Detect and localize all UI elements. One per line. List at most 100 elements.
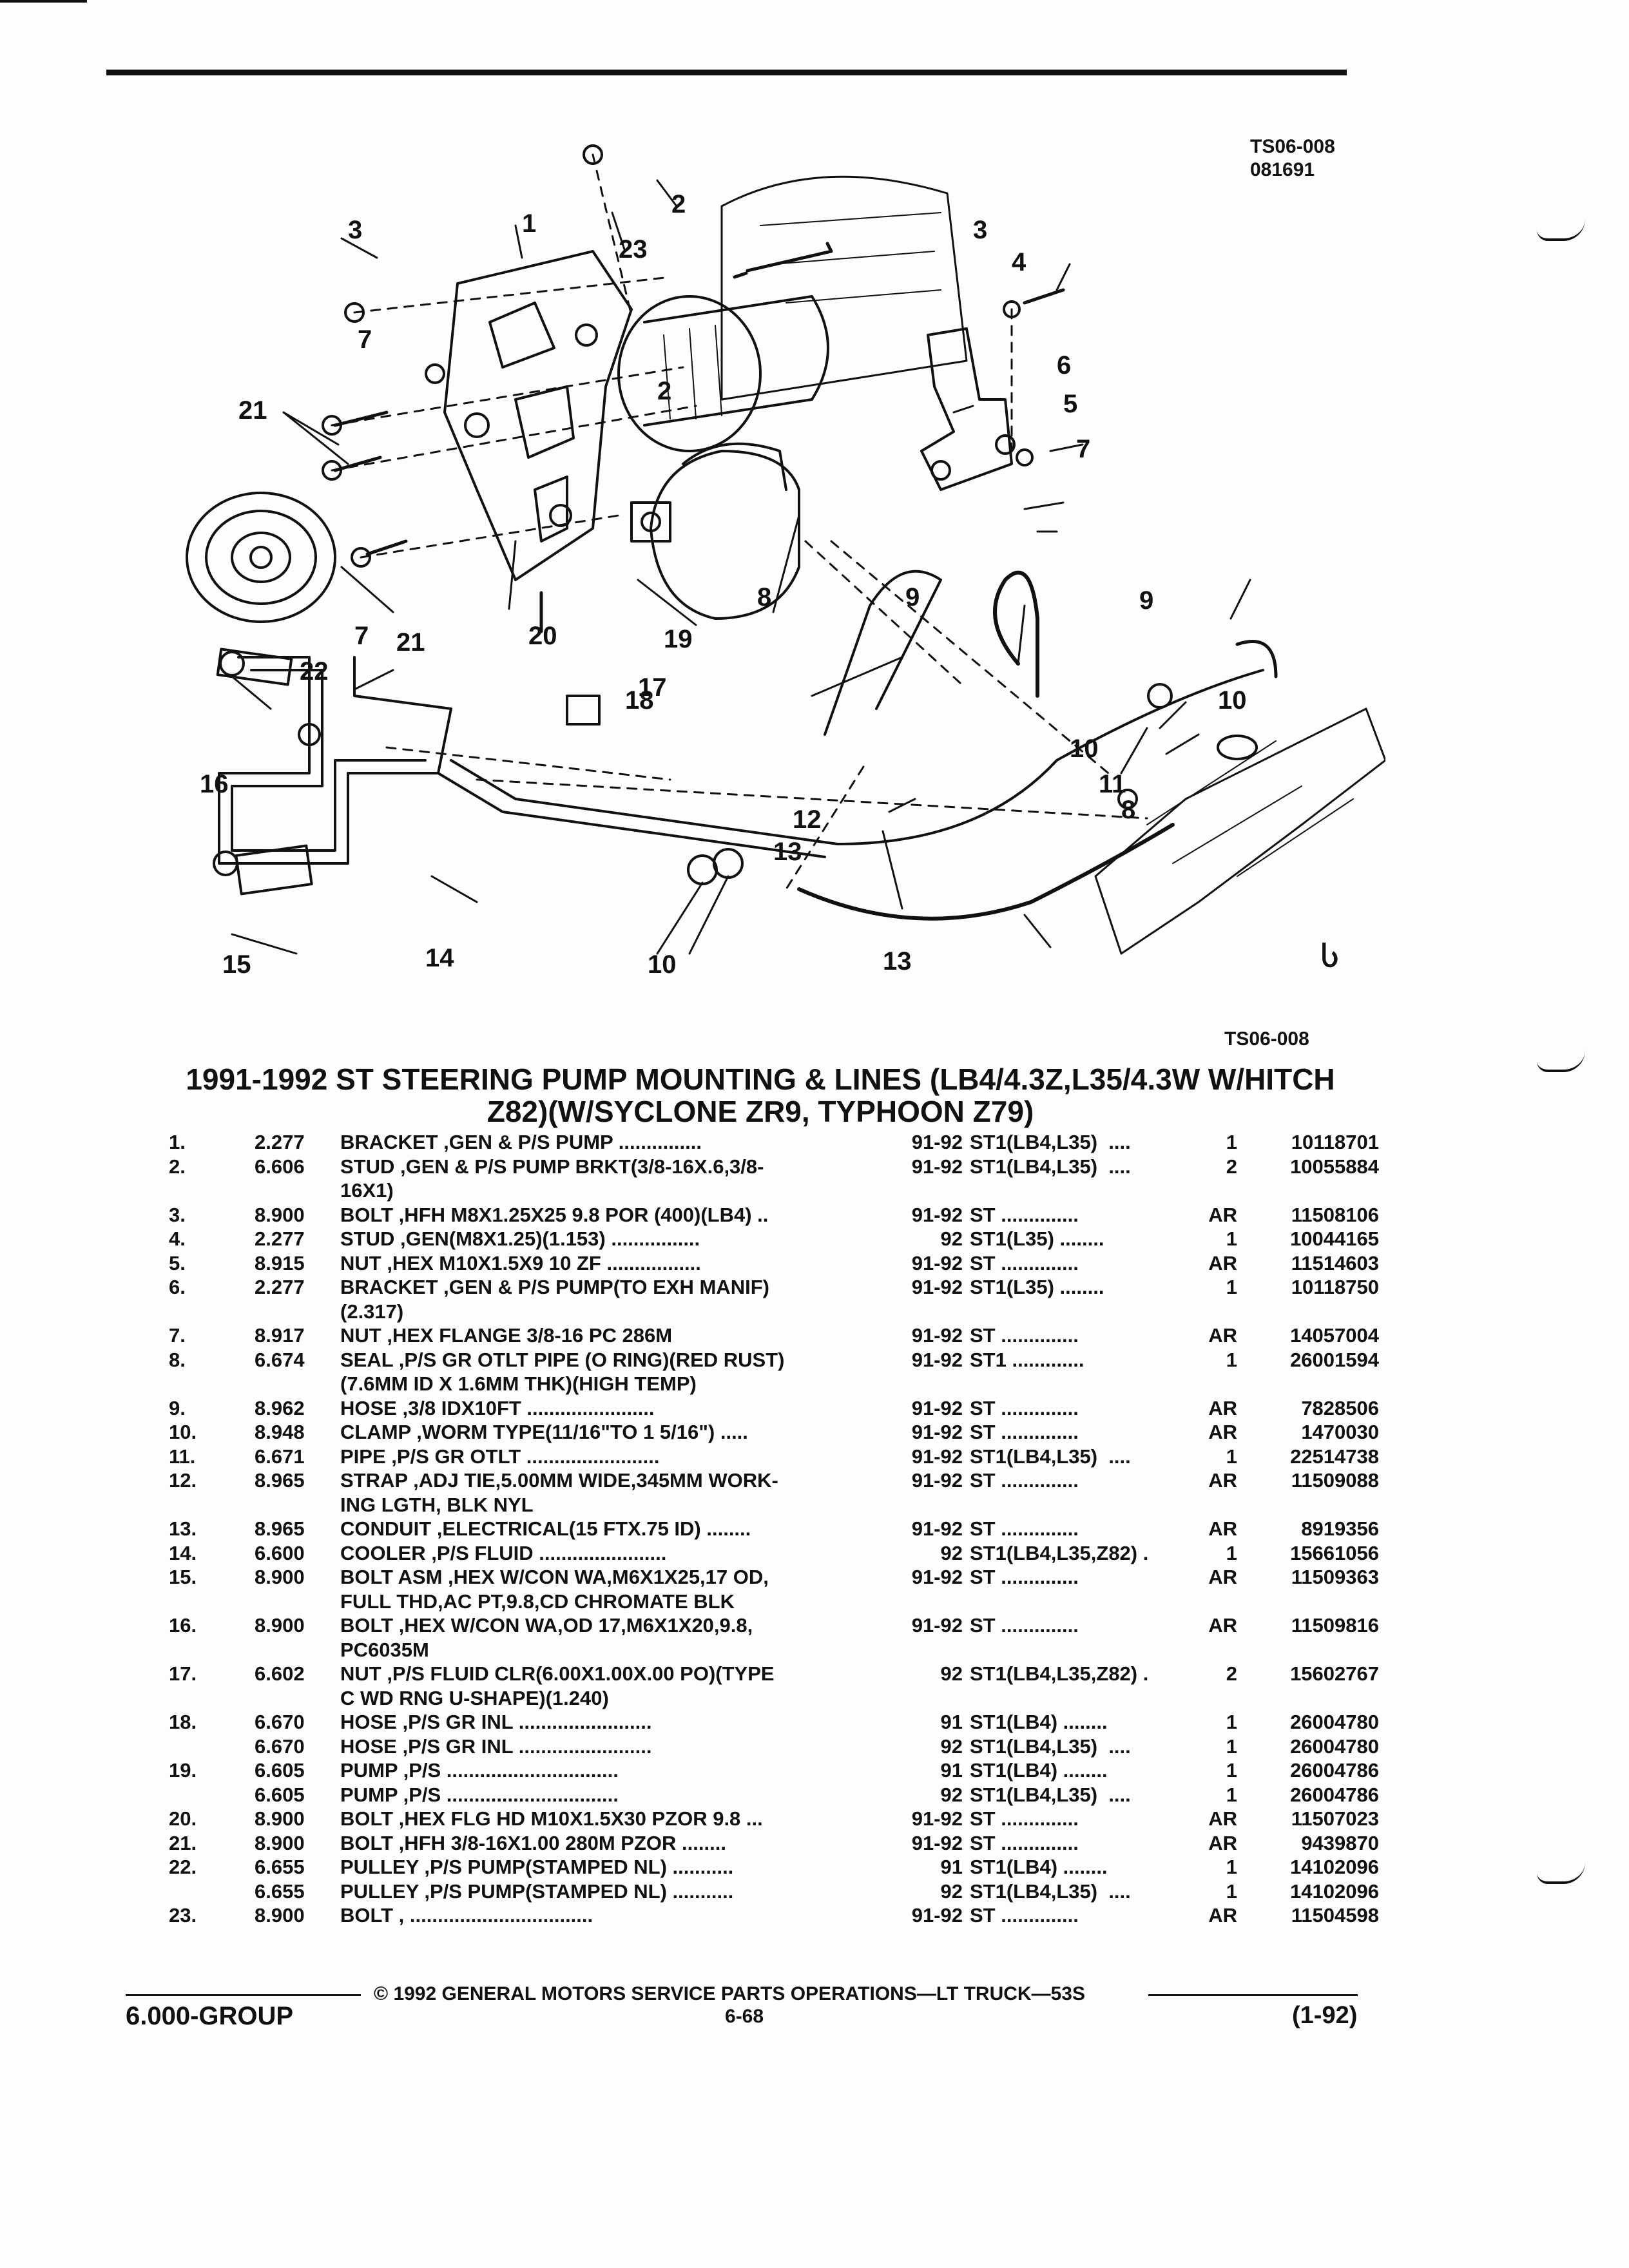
part-qty: 1	[1226, 1541, 1237, 1564]
callout-17: 17	[638, 673, 667, 702]
callout-2b: 2	[657, 377, 671, 405]
part-pn: 9439870	[1301, 1831, 1379, 1854]
part-pn: 11507023	[1291, 1807, 1379, 1830]
part-years: 91	[940, 1759, 963, 1782]
part-pn: 14102096	[1290, 1879, 1379, 1903]
part-item: 8.	[169, 1348, 186, 1371]
callout-5: 5	[1063, 390, 1077, 418]
part-pn: 11504598	[1291, 1904, 1379, 1927]
diagram-callouts: 3 1 23 2 3 4 6 5 7 7 21 2 7 21 22 20 19 …	[200, 190, 1247, 979]
part-desc: NUT ,HEX M10X1.5X9 10 ZF ...............…	[340, 1251, 701, 1274]
part-item: 18.	[169, 1711, 197, 1733]
callout-2: 2	[671, 190, 686, 218]
part-desc: PUMP ,P/S ..............................…	[340, 1759, 619, 1782]
part-qty: 1	[1226, 1879, 1237, 1903]
part-models: ST ..............	[970, 1324, 1079, 1347]
part-years: 91-92	[911, 1445, 963, 1468]
part-models: ST1(L35) ........	[970, 1276, 1104, 1298]
part-code: 6.655	[255, 1879, 305, 1903]
corner-rule	[0, 0, 87, 3]
part-pn: 11508106	[1291, 1203, 1379, 1226]
part-qty: AR	[1208, 1807, 1237, 1830]
part-models: ST1(LB4,L35) ....	[970, 1783, 1131, 1806]
part-qty: AR	[1208, 1421, 1237, 1443]
callout-18: 18	[625, 686, 654, 715]
part-desc: C WD RNG U-SHAPE)(1.240)	[340, 1686, 609, 1709]
part-item: 19.	[169, 1759, 197, 1782]
callout-7: 7	[1076, 435, 1090, 463]
callout-10b: 10	[1070, 735, 1099, 763]
part-desc: BRACKET ,GEN & P/S PUMP ...............	[340, 1131, 702, 1153]
part-models: ST ..............	[970, 1566, 1079, 1588]
part-item: 6.	[169, 1276, 186, 1298]
part-models: ST1(LB4,L35) ....	[970, 1735, 1131, 1758]
part-models: ST1(L35) ........	[970, 1227, 1104, 1250]
part-qty: AR	[1208, 1566, 1237, 1588]
part-pn: 7828506	[1301, 1396, 1379, 1419]
callout-3: 3	[348, 216, 362, 244]
part-years: 91-92	[911, 1566, 963, 1588]
part-pn: 26004786	[1290, 1783, 1379, 1806]
header-rule	[106, 70, 1347, 75]
part-years: 92	[940, 1227, 963, 1250]
figure-code-bottom: TS06-008	[1224, 1028, 1309, 1050]
callout-16: 16	[200, 770, 229, 798]
part-years: 91-92	[911, 1348, 963, 1371]
part-item: 23.	[169, 1904, 197, 1927]
callout-19: 19	[664, 625, 693, 653]
part-item: 4.	[169, 1227, 186, 1250]
part-qty: AR	[1208, 1324, 1237, 1347]
part-years: 91-92	[911, 1131, 963, 1153]
part-code: 8.965	[255, 1469, 305, 1492]
callout-13: 13	[773, 838, 802, 866]
part-years: 92	[940, 1879, 963, 1903]
part-desc: BOLT ,HEX FLG HD M10X1.5X30 PZOR 9.8 ...	[340, 1807, 763, 1830]
part-qty: 1	[1226, 1131, 1237, 1153]
part-qty: AR	[1208, 1517, 1237, 1540]
page-title: 1991-1992 ST STEERING PUMP MOUNTING & LI…	[148, 1063, 1373, 1128]
part-code: 2.277	[255, 1276, 305, 1298]
title-line-2: Z82)(W/SYCLONE ZR9, TYPHOON Z79)	[487, 1095, 1034, 1128]
part-code: 8.915	[255, 1251, 305, 1274]
callout-21b: 21	[396, 628, 425, 657]
part-years: 91-92	[911, 1421, 963, 1443]
callout-21: 21	[238, 396, 267, 425]
part-desc: NUT ,P/S FLUID CLR(6.00X1.00X.00 PO)(TYP…	[340, 1662, 775, 1685]
part-desc: ING LGTH, BLK NYL	[340, 1493, 534, 1516]
part-desc: BOLT ASM ,HEX W/CON WA,M6X1X25,17 OD,	[340, 1566, 769, 1588]
part-years: 91-92	[911, 1324, 963, 1347]
part-years: 91-92	[911, 1831, 963, 1854]
part-pn: 22514738	[1290, 1445, 1379, 1468]
callout-15: 15	[222, 950, 251, 979]
part-models: ST ..............	[970, 1203, 1079, 1226]
callout-12: 12	[793, 805, 822, 834]
part-models: ST1(LB4) ........	[970, 1759, 1108, 1782]
part-desc: (7.6MM ID X 1.6MM THK)(HIGH TEMP)	[340, 1372, 697, 1395]
part-code: 8.900	[255, 1614, 305, 1637]
part-desc: BOLT ,HFH 3/8-16X1.00 280M PZOR ........	[340, 1831, 726, 1854]
part-models: ST1(LB4) ........	[970, 1711, 1108, 1733]
exploded-parts-diagram: 3 1 23 2 3 4 6 5 7 7 21 2 7 21 22 20 19 …	[186, 144, 1385, 979]
part-item: 2.	[169, 1155, 186, 1178]
part-code: 8.962	[255, 1396, 305, 1419]
part-qty: 1	[1226, 1227, 1237, 1250]
callout-8b: 8	[1121, 796, 1135, 824]
part-code: 6.655	[255, 1856, 305, 1878]
part-pn: 10118701	[1291, 1131, 1379, 1153]
part-item: 15.	[169, 1566, 197, 1588]
part-qty: AR	[1208, 1251, 1237, 1274]
mounting-bracket	[443, 250, 633, 581]
callout-23: 23	[619, 235, 648, 264]
part-code: 8.900	[255, 1831, 305, 1854]
part-models: ST ..............	[970, 1807, 1079, 1830]
part-qty: 1	[1226, 1783, 1237, 1806]
callout-10c: 10	[648, 950, 677, 979]
part-code: 6.670	[255, 1711, 305, 1733]
part-years: 91-92	[911, 1203, 963, 1226]
part-years: 91-92	[911, 1614, 963, 1637]
part-pn: 26001594	[1290, 1348, 1379, 1371]
footer-copyright: © 1992 GENERAL MOTORS SERVICE PARTS OPER…	[374, 1983, 1085, 2004]
part-code: 6.670	[255, 1735, 305, 1758]
part-models: ST ..............	[970, 1469, 1079, 1492]
callout-11: 11	[1099, 770, 1126, 798]
